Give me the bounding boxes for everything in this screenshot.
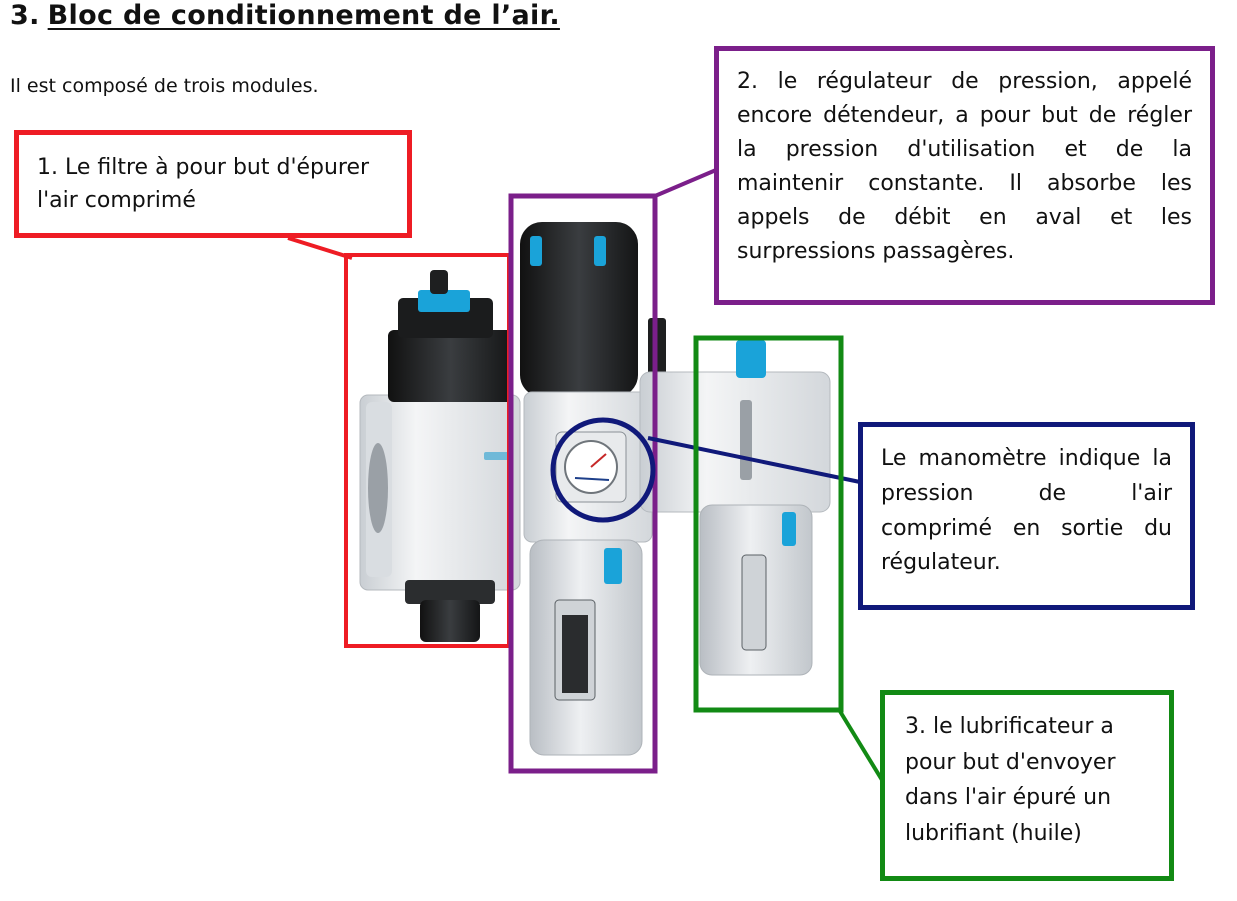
manometer-description: Le manomètre indique la pression de l'ai…	[881, 446, 1172, 576]
filter-callout: 1. Le filtre à pour but d'épurer l'air c…	[14, 130, 412, 238]
regulator-module	[520, 222, 653, 756]
regulator-callout: 2. le régulateur de pression, appelé enc…	[714, 46, 1215, 305]
manometer-connector-line	[647, 436, 861, 484]
filter-description: 1. Le filtre à pour but d'épurer l'air c…	[37, 155, 370, 213]
manometer-highlight-circle	[550, 417, 656, 523]
lubricator-module	[639, 318, 831, 676]
device-illustration	[359, 222, 831, 756]
section-title: Bloc de conditionnement de l’air.	[47, 0, 560, 31]
regulator-description: 2. le régulateur de pression, appelé enc…	[737, 69, 1192, 265]
manometer-callout: Le manomètre indique la pression de l'ai…	[858, 422, 1195, 610]
lubricator-callout: 3. le lubrificateur a pour but d'envoyer…	[880, 690, 1174, 881]
lubricator-description: 3. le lubrificateur a pour but d'envoyer…	[905, 714, 1116, 846]
lubricator-highlight-frame	[693, 335, 844, 713]
filter-connector-line	[287, 236, 353, 260]
lubricator-connector-line	[836, 706, 884, 782]
filter-module	[359, 270, 521, 642]
intro-text: Il est composé de trois modules.	[10, 75, 319, 97]
section-number: 3.	[10, 0, 40, 31]
regulator-highlight-frame	[508, 193, 658, 774]
section-heading: 3.Bloc de conditionnement de l’air.	[10, 0, 560, 31]
regulator-connector-line	[654, 168, 717, 198]
